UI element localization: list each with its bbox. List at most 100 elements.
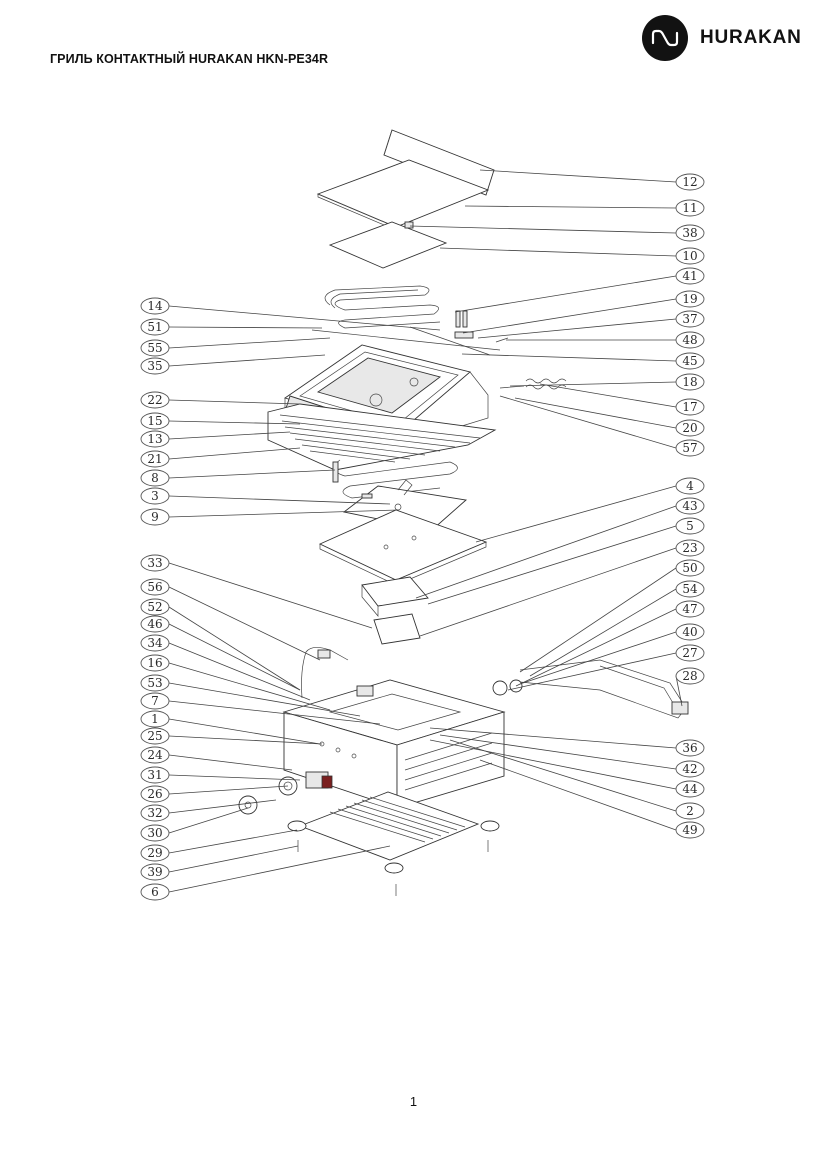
leader-line (168, 642, 311, 701)
brand-logo: HURAKAN (642, 15, 822, 61)
leader-line (462, 298, 677, 334)
svg-text:39: 39 (147, 865, 162, 879)
callout: 38 (675, 224, 705, 242)
leader-line (168, 700, 381, 725)
leader-line (168, 682, 361, 717)
callout: 17 (675, 398, 705, 416)
svg-text:49: 49 (682, 823, 697, 837)
svg-text:6: 6 (151, 885, 159, 899)
svg-text:14: 14 (147, 299, 163, 313)
callout: 44 (675, 780, 705, 798)
callout: 6 (140, 883, 170, 901)
leader-line (168, 305, 441, 331)
callout: 25 (140, 727, 170, 745)
svg-text:26: 26 (147, 787, 162, 801)
leader-line (168, 495, 391, 505)
leader-line (454, 275, 677, 313)
callout: 18 (675, 373, 705, 391)
callout: 10 (675, 247, 705, 265)
svg-text:54: 54 (682, 582, 698, 596)
hurakan-wave-logo-icon (642, 15, 688, 61)
svg-text:5: 5 (686, 519, 694, 533)
leader-line (168, 431, 291, 440)
svg-text:8: 8 (151, 471, 159, 485)
callout: 36 (675, 739, 705, 757)
svg-text:20: 20 (682, 421, 697, 435)
callout: 4 (675, 477, 705, 495)
leader-line (168, 420, 301, 425)
leader-line (529, 588, 677, 677)
svg-text:40: 40 (682, 625, 697, 639)
callout: 27 (675, 644, 705, 662)
svg-text:57: 57 (682, 441, 697, 455)
svg-text:2: 2 (686, 804, 694, 818)
callout: 1 (140, 710, 170, 728)
leader-line (507, 652, 677, 691)
callout: 50 (675, 559, 705, 577)
callout: 26 (140, 785, 170, 803)
svg-text:28: 28 (682, 669, 697, 683)
svg-text:50: 50 (682, 561, 697, 575)
callout: 54 (675, 580, 705, 598)
callout: 5 (675, 517, 705, 535)
callout: 30 (140, 824, 170, 842)
svg-text:17: 17 (682, 400, 697, 414)
callout: 19 (675, 290, 705, 308)
leader-line (168, 785, 289, 795)
svg-text:55: 55 (147, 341, 162, 355)
svg-text:24: 24 (147, 748, 163, 762)
document-title: ГРИЛЬ КОНТАКТНЫЙ HURAKAN HKN-PE34R (50, 52, 329, 66)
callout: 48 (675, 331, 705, 349)
leader-line (419, 547, 677, 637)
svg-text:15: 15 (147, 414, 162, 428)
callout: 40 (675, 623, 705, 641)
callout: 47 (675, 600, 705, 618)
leader-line (168, 662, 331, 711)
svg-text:42: 42 (682, 762, 697, 776)
leader-line (515, 608, 677, 687)
leader-line (479, 759, 677, 831)
callout: 28 (675, 667, 705, 685)
leader-line (168, 509, 399, 518)
callout: 41 (675, 267, 705, 285)
leader-line (409, 225, 677, 234)
leader-line (519, 631, 677, 685)
callout: 45 (675, 352, 705, 370)
leader-line (439, 734, 677, 770)
leader-line (168, 399, 301, 405)
callout: 8 (140, 469, 170, 487)
leader-line (475, 485, 677, 543)
leader-line (168, 807, 249, 834)
leader-line (449, 739, 677, 812)
leader-line (519, 567, 677, 673)
callout: 14 (140, 297, 170, 315)
callout: 56 (140, 578, 170, 596)
leader-line (168, 326, 323, 329)
leader-line (168, 774, 301, 781)
callout: 24 (140, 746, 170, 764)
leader-line (168, 469, 336, 479)
svg-text:25: 25 (147, 729, 162, 743)
leader-line (168, 799, 277, 814)
callout: 13 (140, 430, 170, 448)
svg-text:22: 22 (147, 393, 162, 407)
page-number: 1 (409, 1094, 418, 1109)
svg-text:13: 13 (147, 432, 162, 446)
svg-text:18: 18 (682, 375, 697, 389)
callout: 49 (675, 821, 705, 839)
leader-line (168, 735, 323, 745)
callout: 34 (140, 634, 170, 652)
leader-line (168, 586, 321, 661)
callout: 21 (140, 450, 170, 468)
callout: 11 (675, 199, 705, 217)
svg-text:34: 34 (147, 636, 163, 650)
svg-text:35: 35 (147, 359, 162, 373)
callout: 37 (675, 310, 705, 328)
svg-text:11: 11 (682, 201, 697, 215)
callout: 32 (140, 804, 170, 822)
callout: 9 (140, 508, 170, 526)
leader-line (429, 739, 677, 790)
callout: 3 (140, 487, 170, 505)
svg-text:44: 44 (682, 782, 698, 796)
